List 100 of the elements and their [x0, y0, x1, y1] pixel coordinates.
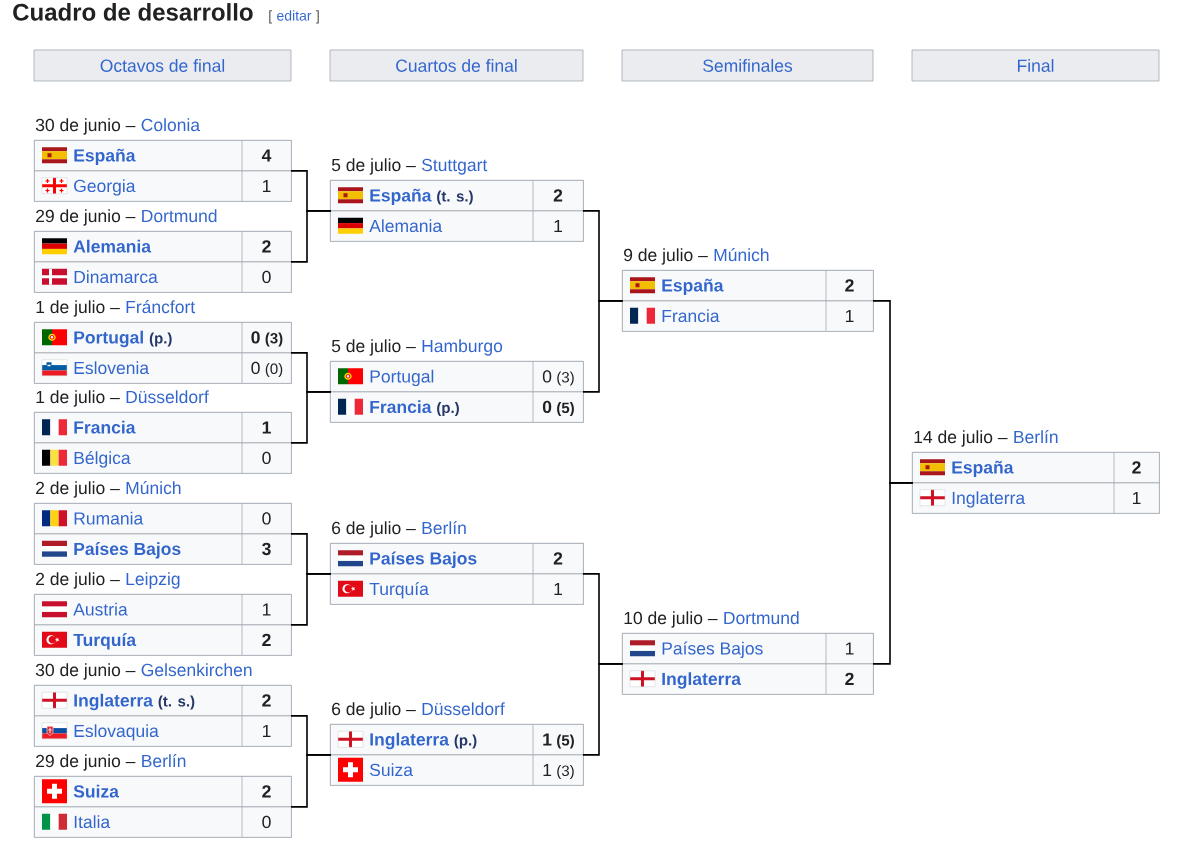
venue-link: Berlín — [142, 754, 186, 768]
venue-link: Leipzig — [126, 572, 180, 589]
score: 2 — [553, 189, 563, 202]
score: 0 — [262, 815, 271, 829]
team-name: Países Bajos — [370, 551, 477, 569]
match-date: 2 de julio – — [36, 481, 120, 498]
team-name: Alemania — [73, 239, 152, 253]
score: 2 — [262, 240, 271, 253]
bracket-line — [291, 573, 331, 626]
round-header: Cuartos de final — [329, 49, 584, 82]
score: 2 — [262, 694, 271, 707]
score: 2 — [845, 279, 854, 292]
venue-link: Berlín — [422, 521, 466, 535]
team-name: Francia — [662, 309, 720, 323]
venue-link: Múnich — [126, 481, 181, 495]
team-name: Eslovenia — [74, 361, 150, 375]
match-date: 1 de julio – — [36, 300, 120, 317]
penalty-score: (3) — [557, 765, 574, 780]
venue-link: Gelsenkirchen — [141, 663, 252, 677]
venue-link: Hamburgo — [422, 339, 503, 356]
team-name: España — [370, 188, 432, 206]
bracket-line — [583, 300, 623, 393]
team-name: Suiza — [370, 763, 413, 777]
venue-link: Düsseldorf — [422, 702, 505, 716]
match-date: 29 de junio – — [36, 209, 136, 226]
score: 1 — [262, 603, 271, 616]
team-name: Países Bajos — [74, 542, 181, 559]
score: 0 — [251, 331, 260, 344]
team-name: Georgia — [74, 179, 136, 196]
team-name: Dinamarca — [74, 270, 158, 284]
team-name: Austria — [73, 602, 128, 616]
bracket-line — [291, 210, 331, 263]
edit-bracket: [ — [269, 10, 272, 24]
score: 0 — [542, 400, 552, 414]
penalty-score: (0) — [265, 363, 283, 378]
penalty-score: (3) — [557, 371, 574, 386]
score: 1 — [1132, 491, 1141, 504]
team-name: Alemania — [369, 219, 443, 233]
team-name: Italia — [74, 815, 111, 829]
match-date: 14 de julio – — [914, 430, 1008, 447]
match-date: 29 de junio – — [36, 754, 136, 771]
score: 4 — [261, 149, 272, 162]
team-name: Inglaterra — [952, 491, 1026, 508]
score: 0 — [262, 270, 271, 284]
score: 2 — [1132, 461, 1141, 474]
match-date: 6 de julio – — [332, 521, 416, 538]
score: 1 — [845, 309, 854, 322]
team-name: Francia — [74, 420, 136, 434]
penalty-score: (5) — [557, 402, 574, 417]
venue-link: Colonia — [141, 118, 201, 132]
venue-link: Múnich — [714, 248, 769, 262]
team-name: Países Bajos — [662, 641, 763, 659]
match-date: 5 de julio – — [331, 158, 416, 175]
result-note: (t. s.) — [158, 695, 195, 710]
bracket-line — [873, 482, 913, 665]
team-name: Inglaterra — [662, 672, 742, 689]
bracket-line — [583, 663, 623, 756]
score: 0 — [251, 361, 260, 375]
round-header: Semifinales — [621, 49, 874, 82]
result-note: (p.) — [149, 332, 172, 347]
team-name: Inglaterra — [74, 693, 154, 711]
venue-link: Berlín — [1014, 430, 1058, 444]
score: 1 — [262, 421, 271, 434]
result-note: (p.) — [454, 734, 477, 749]
score: 0 — [542, 370, 552, 383]
score: 1 — [262, 724, 271, 737]
score: 1 — [262, 179, 271, 192]
match-date: 30 de junio – — [35, 118, 136, 135]
team-name: Rumania — [74, 511, 144, 525]
score: 2 — [262, 633, 271, 646]
score: 1 — [554, 582, 562, 595]
penalty-score: (5) — [557, 734, 574, 749]
match-date: 9 de julio – — [624, 248, 708, 265]
result-note: (p.) — [437, 402, 459, 417]
score: 2 — [553, 552, 563, 565]
venue-link: Stuttgart — [421, 158, 488, 175]
bracket-line — [291, 754, 331, 808]
team-name: Turquía — [369, 582, 429, 599]
team-name: España — [952, 460, 1014, 478]
bracket-line — [291, 391, 331, 444]
match-date: 10 de julio – — [624, 611, 718, 628]
match-date: 6 de julio – — [332, 702, 416, 719]
team-name: Inglaterra — [370, 732, 450, 750]
match-date: 2 de julio – — [36, 572, 120, 589]
section-title: Cuadro de desarrollo — [13, 3, 253, 21]
edit-link: editar — [277, 10, 312, 21]
round-header: Octavos de final — [33, 49, 292, 82]
score: 0 — [262, 451, 271, 465]
team-name: Portugal — [74, 330, 143, 348]
match-date: 1 de julio – — [36, 390, 120, 407]
score: 1 — [543, 763, 552, 776]
team-name: España — [74, 148, 136, 166]
match-date: 5 de julio – — [331, 339, 416, 356]
score: 0 — [262, 512, 271, 525]
team-name: Bélgica — [74, 451, 131, 468]
match-date: 30 de junio – — [35, 663, 136, 680]
team-name: Turquía — [73, 633, 137, 650]
team-name: España — [662, 278, 724, 296]
edit-bracket: ] — [316, 10, 319, 24]
venue-link: Dortmund — [142, 209, 217, 223]
